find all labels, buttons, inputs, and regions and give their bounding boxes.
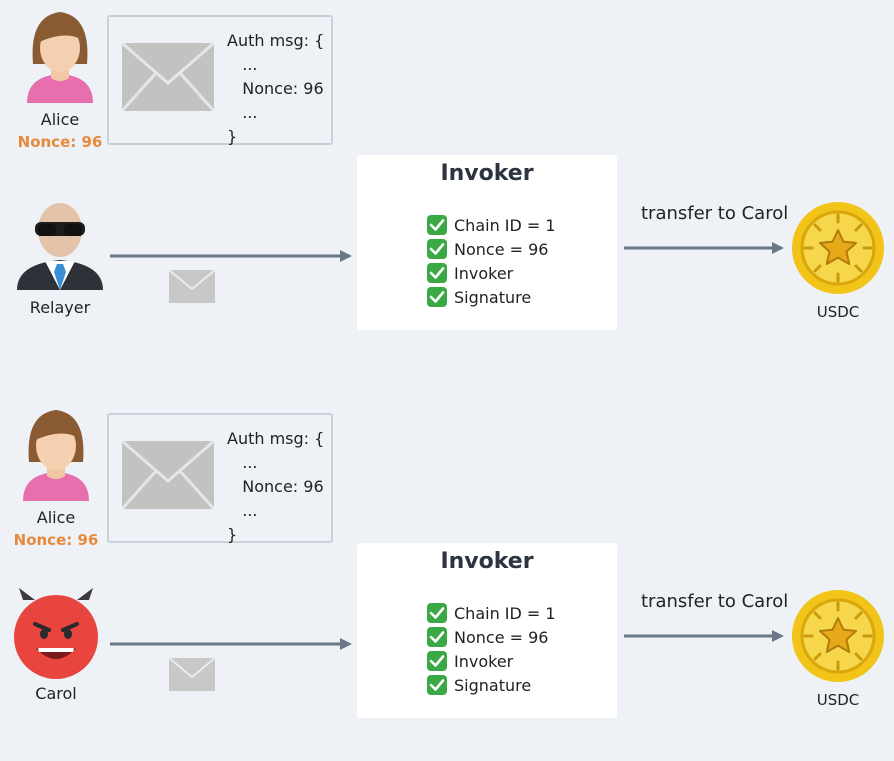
invoker-box: Invoker Chain ID = 1 Nonce = 96 Invoker … — [357, 155, 617, 330]
submit-arrow — [110, 638, 352, 650]
check-item: Invoker — [427, 649, 556, 673]
alice-avatar-icon — [15, 8, 105, 108]
scenario-relayer: Alice Nonce: 96 Auth msg: { ... Nonce: 9… — [0, 0, 894, 363]
relayer-avatar-icon — [15, 198, 105, 298]
check-list: Chain ID = 1 Nonce = 96 Invoker Signatur… — [427, 601, 556, 697]
check-icon — [427, 651, 447, 671]
transfer-arrow — [624, 630, 784, 642]
check-item: Chain ID = 1 — [427, 213, 556, 237]
check-icon — [427, 239, 447, 259]
check-icon — [427, 627, 447, 647]
check-icon — [427, 287, 447, 307]
token-name: USDC — [816, 691, 860, 709]
auth-message-card: Auth msg: { ... Nonce: 96 ...} — [107, 413, 333, 544]
signer-name: Alice — [40, 110, 80, 129]
check-item: Invoker — [427, 261, 556, 285]
submitter-name: Carol — [35, 684, 77, 703]
alice-avatar-icon — [11, 406, 101, 506]
check-item: Chain ID = 1 — [427, 601, 556, 625]
auth-message-text: Auth msg: { ... Nonce: 96 ...} — [227, 31, 325, 146]
check-icon — [427, 675, 447, 695]
check-icon — [427, 215, 447, 235]
signer-nonce: Nonce: 96 — [13, 531, 99, 549]
check-item: Signature — [427, 673, 556, 697]
signer-nonce: Nonce: 96 — [17, 133, 103, 151]
invoker-title: Invoker — [440, 549, 534, 574]
auth-message-text: Auth msg: { ... Nonce: 96 ...} — [227, 429, 325, 544]
envelope-icon — [169, 270, 215, 303]
check-item: Signature — [427, 285, 556, 309]
transfer-label: transfer to Carol — [641, 591, 789, 612]
usdc-coin-icon — [792, 202, 884, 294]
auth-message-card: Auth msg: { ... Nonce: 96 ...} — [107, 15, 333, 146]
devil-avatar-icon — [11, 588, 101, 688]
transfer-label: transfer to Carol — [641, 203, 789, 224]
envelope-icon — [122, 43, 214, 111]
token-name: USDC — [816, 303, 860, 321]
submit-arrow — [110, 250, 352, 262]
usdc-coin-icon — [792, 590, 884, 682]
submitter-name: Relayer — [29, 298, 91, 317]
signer-name: Alice — [36, 508, 76, 527]
invoker-title: Invoker — [440, 161, 534, 186]
scenario-attacker: Alice Nonce: 96 Auth msg: { ... Nonce: 9… — [0, 398, 894, 761]
envelope-icon — [122, 441, 214, 509]
transfer-arrow — [624, 242, 784, 254]
check-icon — [427, 603, 447, 623]
check-item: Nonce = 96 — [427, 625, 556, 649]
invoker-box: Invoker Chain ID = 1 Nonce = 96 Invoker … — [357, 543, 617, 718]
check-list: Chain ID = 1 Nonce = 96 Invoker Signatur… — [427, 213, 556, 309]
envelope-icon — [169, 658, 215, 691]
check-item: Nonce = 96 — [427, 237, 556, 261]
check-icon — [427, 263, 447, 283]
